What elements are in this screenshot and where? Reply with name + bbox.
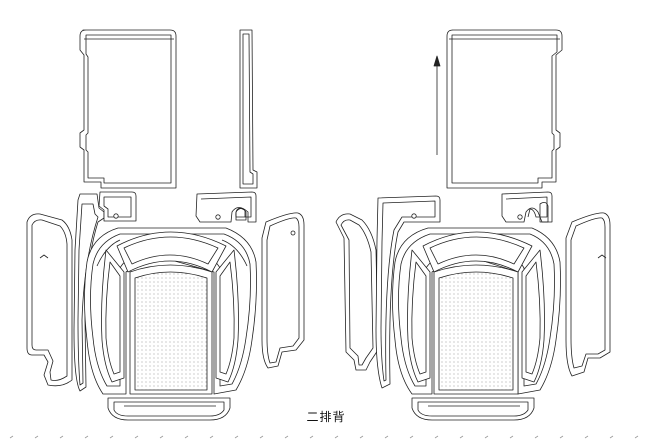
- dash-tick: [109, 435, 114, 439]
- dash-tick: [584, 435, 589, 439]
- dash-tick: [384, 435, 389, 439]
- dash-tick: [34, 435, 39, 439]
- right-outer-side-piece-right: [565, 212, 611, 377]
- left-outer-side-piece-right: [261, 212, 305, 369]
- right-bottom-flap: [411, 397, 535, 421]
- dash-tick: [184, 435, 189, 439]
- left-side-strip: [239, 29, 258, 189]
- left-backrest-panel: [79, 29, 177, 189]
- dash-tick: [159, 435, 164, 439]
- dash-row: [9, 435, 639, 439]
- dash-tick: [59, 435, 64, 439]
- dash-tick: [134, 435, 139, 439]
- dash-tick: [434, 435, 439, 439]
- right-side-bolsters: [407, 249, 545, 383]
- dash-tick: [259, 435, 264, 439]
- left-head-bolster: [116, 231, 227, 273]
- dash-tick: [359, 435, 364, 439]
- dash-tick: [334, 435, 339, 439]
- right-pattern-set: [335, 29, 611, 421]
- left-side-bolsters: [101, 249, 239, 383]
- left-mesh-center: [129, 264, 213, 395]
- dash-tick: [459, 435, 464, 439]
- grain-arrow: [433, 55, 441, 155]
- right-mesh-center: [433, 264, 519, 395]
- left-outer-side-piece: [26, 213, 73, 387]
- left-hole-piece: [98, 191, 137, 222]
- right-wing-piece-left: [375, 195, 441, 389]
- dash-tick: [559, 435, 564, 439]
- dash-tick: [284, 435, 289, 439]
- right-head-bolster: [422, 231, 533, 273]
- dash-tick: [234, 435, 239, 439]
- dash-tick: [484, 435, 489, 439]
- dash-tick: [634, 435, 639, 439]
- right-loop-piece: [501, 191, 553, 223]
- dash-tick: [409, 435, 414, 439]
- left-pattern-set: [26, 29, 305, 421]
- dash-tick: [309, 435, 314, 439]
- right-outer-side-piece-left: [335, 213, 379, 371]
- dash-tick: [609, 435, 614, 439]
- dash-tick: [534, 435, 539, 439]
- sheet-caption: 二排背: [306, 410, 346, 424]
- dash-tick: [209, 435, 214, 439]
- left-loop-piece: [195, 191, 257, 223]
- right-backrest-panel: [446, 29, 563, 189]
- dash-tick: [509, 435, 514, 439]
- left-bottom-flap: [107, 397, 231, 421]
- dash-tick: [84, 435, 89, 439]
- dash-tick: [9, 435, 14, 439]
